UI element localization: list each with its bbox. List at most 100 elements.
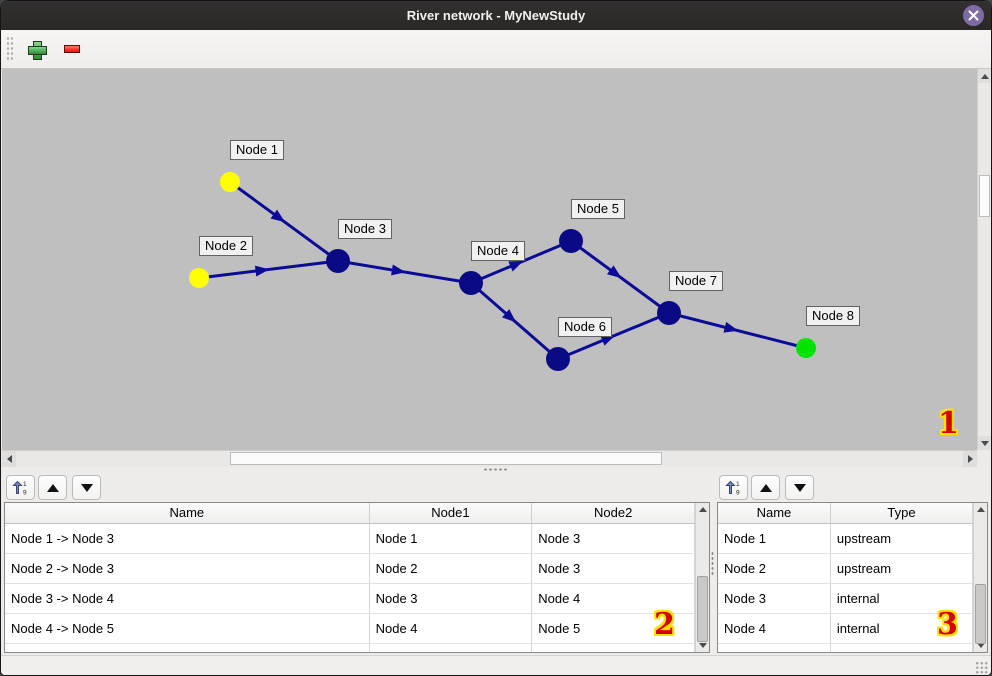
svg-text:1: 1 [23,481,27,488]
move-link-up-button[interactable] [38,475,67,500]
resize-grip[interactable] [975,661,988,674]
close-icon [968,10,979,21]
scroll-right-button[interactable] [963,451,977,467]
node-label: Node 2 [199,236,253,256]
canvas-hscroll-thumb[interactable] [230,452,662,465]
down-arrow-icon [698,643,707,648]
scroll-down-button[interactable] [978,436,991,450]
toolbar-drag-handle[interactable] [6,36,14,62]
panel-splitter[interactable] [710,472,715,655]
splitter-grip-icon [711,550,714,577]
table-cell: Node 2 -> Node 3 [5,553,370,584]
down-arrow-icon [980,440,989,446]
river-node[interactable] [189,268,209,288]
move-link-down-button[interactable] [72,475,101,500]
right-arrow-icon [967,455,973,463]
river-node[interactable] [220,172,240,192]
river-node[interactable] [459,271,483,295]
table-cell [369,643,533,652]
down-triangle-icon [80,483,93,492]
minus-icon [64,45,80,53]
table-cell: Node 2 [718,553,831,584]
node-label: Node 4 [471,241,525,261]
flow-arrow-icon [502,309,517,323]
svg-text:1: 1 [736,481,740,488]
move-node-up-button[interactable] [751,475,780,500]
table-cell: Node 3 -> Node 4 [5,583,370,614]
canvas-horizontal-scrollbar[interactable] [2,450,977,467]
nodes-table-scrollbar[interactable] [973,503,987,652]
down-triangle-icon [793,483,806,492]
table-cell: Node 3 [531,553,695,584]
close-button[interactable] [963,5,984,26]
status-bar [1,655,991,675]
scroll-left-button[interactable] [2,451,16,467]
annotation-3: 3 [937,607,958,642]
sort-ascending-icon: 1 9 [725,480,740,497]
river-node[interactable] [796,338,816,358]
river-node[interactable] [657,301,681,325]
links-table-scrollbar[interactable] [695,503,709,652]
svg-text:9: 9 [23,490,27,497]
sort-nodes-button[interactable]: 1 9 [719,475,748,500]
table-cell [5,643,370,652]
column-header: Node1 [369,503,533,524]
down-arrow-icon [976,643,985,648]
canvas-vertical-scrollbar[interactable] [977,69,991,450]
up-arrow-icon [698,507,707,512]
links-scroll-thumb[interactable] [697,576,708,642]
table-cell: Node 1 -> Node 3 [5,523,370,554]
titlebar[interactable]: River network - MyNewStudy [1,1,991,30]
flow-arrow-icon [391,264,406,276]
add-node-button[interactable] [22,35,50,63]
flow-arrow-icon [600,335,616,346]
pane-splitter[interactable] [2,467,990,472]
sort-links-button[interactable]: 1 9 [6,475,35,500]
links-scroll-track[interactable] [696,516,709,642]
table-row[interactable] [5,643,695,652]
table-cell: Node 3 [369,583,533,614]
table-row[interactable] [718,643,974,652]
scroll-down-button[interactable] [974,639,987,652]
canvas-vscroll-thumb[interactable] [979,175,990,217]
river-node[interactable] [559,229,583,253]
scroll-up-button[interactable] [696,503,709,516]
nodes-scroll-track[interactable] [974,516,987,644]
annotation-2: 2 [654,607,675,642]
annotation-1: 1 [938,406,959,441]
scroll-up-button[interactable] [974,503,987,516]
up-triangle-icon [46,483,59,492]
canvas-hscroll-track[interactable] [16,451,963,467]
move-node-down-button[interactable] [785,475,814,500]
scroll-down-button[interactable] [696,639,709,652]
river-node[interactable] [546,347,570,371]
node-label: Node 1 [230,140,284,160]
river-node[interactable] [326,249,350,273]
flow-arrow-icon [723,321,739,333]
nodes-scroll-thumb[interactable] [975,584,986,644]
scroll-up-button[interactable] [978,69,991,83]
node-label: Node 7 [669,271,723,291]
plus-icon [27,40,47,60]
canvas-vscroll-track[interactable] [978,83,991,436]
table-cell [830,643,974,652]
remove-node-button[interactable] [58,35,86,63]
column-header: Name [718,503,831,524]
svg-text:9: 9 [736,490,740,497]
splitter-grip-icon [483,468,509,471]
